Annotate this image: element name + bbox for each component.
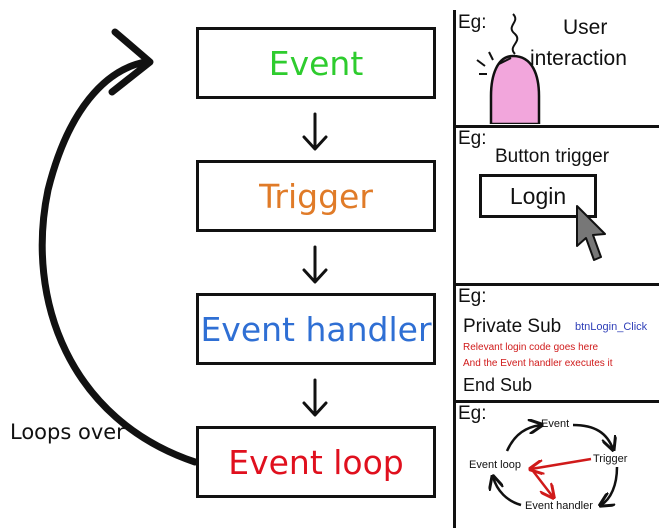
sub-name-text: btnLogin_Click xyxy=(575,321,648,333)
panel-user-interaction: Eg: User interaction xyxy=(455,12,659,124)
stage-event-handler-label: Event handler xyxy=(200,309,432,349)
stage-trigger-label: Trigger xyxy=(259,176,373,216)
panel-divider-vertical xyxy=(453,10,456,528)
stage-event-label: Event xyxy=(268,43,364,83)
code-comment-1: Relevant login code goes here xyxy=(463,342,599,353)
panel-code: Eg: Private Sub btnLogin_Click Relevant … xyxy=(455,286,659,400)
stage-event-loop-label: Event loop xyxy=(228,442,404,482)
panel-loop-diagram: Eg: Event Trigger Event loop Event handl… xyxy=(455,403,659,528)
login-button-label: Login xyxy=(509,182,567,209)
arrow-down-icon xyxy=(302,112,328,151)
mini-loop-arrows xyxy=(455,403,619,528)
user-text: User xyxy=(563,16,608,39)
interaction-text: interaction xyxy=(530,47,627,70)
login-button: Login xyxy=(479,174,597,218)
end-sub-text: End Sub xyxy=(463,375,533,395)
panel-button-trigger: Eg: Button trigger Login xyxy=(455,128,659,283)
stage-event-loop: Event loop xyxy=(196,426,436,498)
loops-over-label: Loops over xyxy=(10,420,125,444)
stage-event-handler: Event handler xyxy=(196,293,436,365)
loop-back-arrow xyxy=(38,28,199,466)
mini-trigger-label: Trigger xyxy=(593,453,628,465)
eg-label: Eg: xyxy=(458,286,487,307)
arrow-down-icon xyxy=(302,378,328,417)
mouse-icon xyxy=(476,13,541,124)
stage-event: Event xyxy=(196,27,436,99)
panel-divider xyxy=(453,283,659,286)
code-comment-2: And the Event handler executes it xyxy=(463,358,613,369)
eg-label: Eg: xyxy=(458,403,487,424)
private-sub-text: Private Sub xyxy=(463,316,562,337)
panel-divider xyxy=(453,400,659,403)
cursor-icon xyxy=(576,205,606,261)
stage-trigger: Trigger xyxy=(196,160,436,232)
arrow-down-icon xyxy=(302,245,328,284)
mini-event-label: Event xyxy=(541,418,570,430)
eg-label: Eg: xyxy=(458,12,487,33)
mini-event-loop-label: Event loop xyxy=(469,459,521,471)
panel-divider xyxy=(453,125,659,128)
eg-label: Eg: xyxy=(458,128,487,149)
button-trigger-caption: Button trigger xyxy=(495,146,610,167)
mini-event-handler-label: Event handler xyxy=(525,500,593,512)
